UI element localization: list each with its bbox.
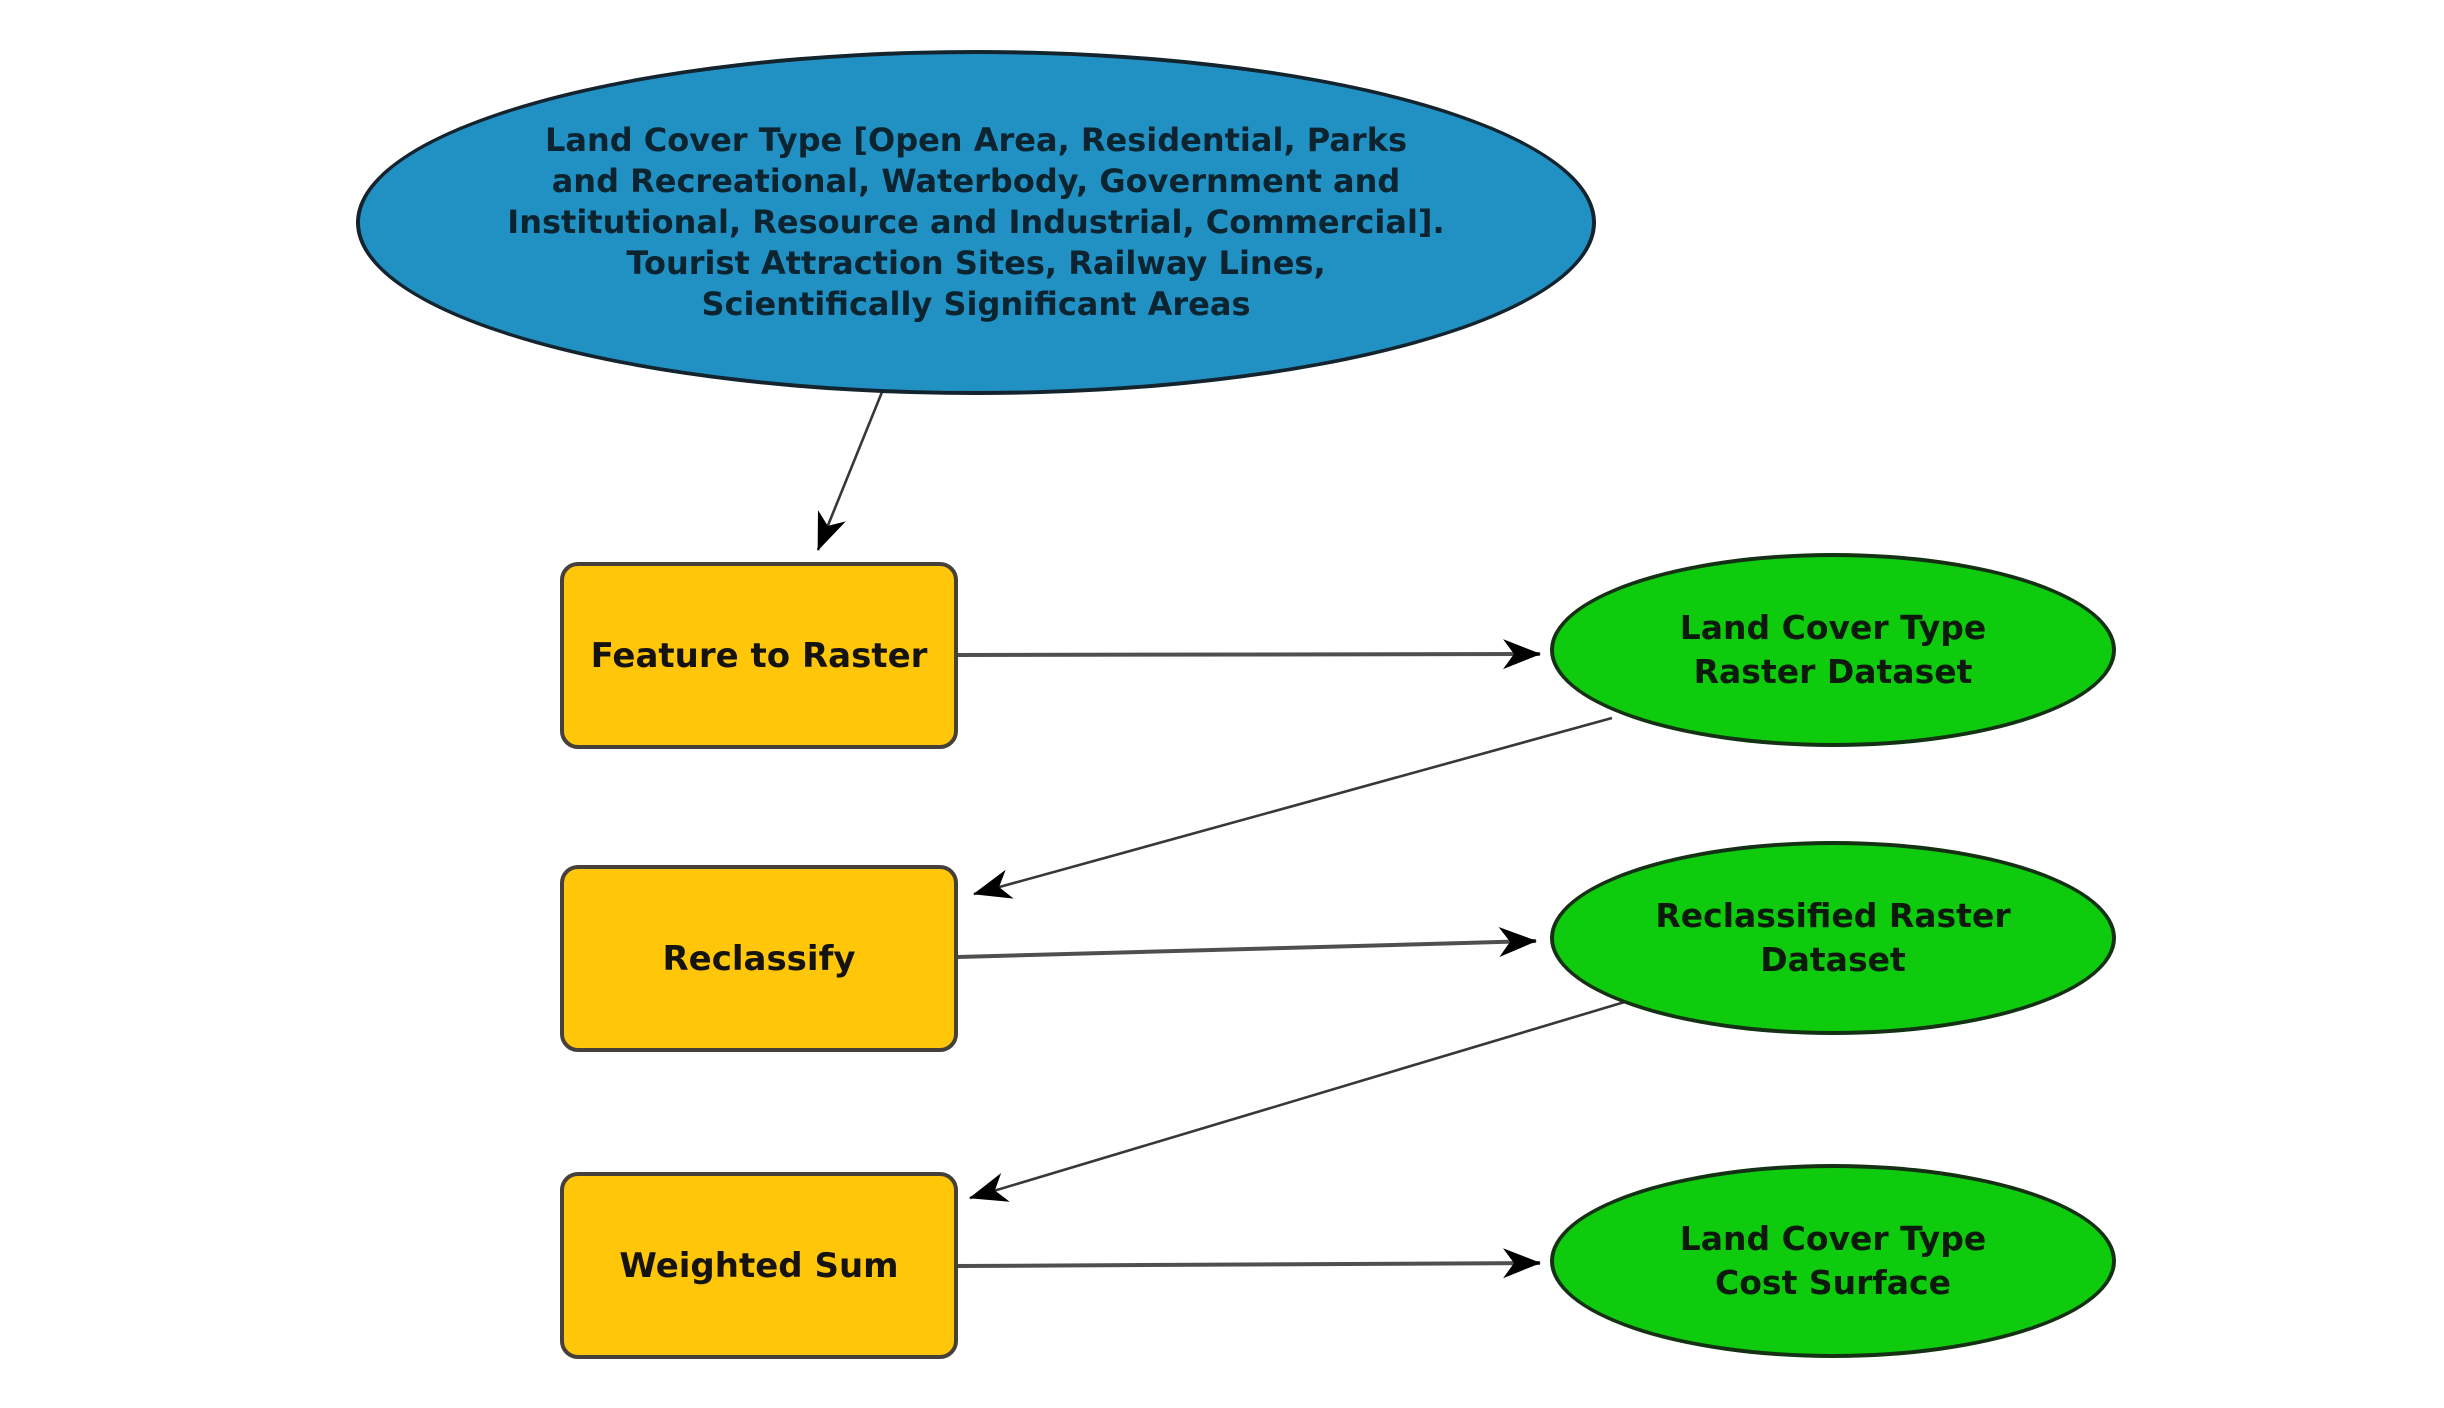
- data-label-line: Land Cover Type: [1679, 1219, 1987, 1258]
- node-weighted-sum-tool[interactable]: Weighted Sum: [560, 1172, 958, 1359]
- edge-reclassified-dataset-to-weighted-sum-arrow: [969, 999, 1629, 1202]
- node-reclassify-tool[interactable]: Reclassify: [560, 865, 958, 1052]
- tool-label: Reclassify: [662, 938, 856, 979]
- data-label-line: Land Cover Type: [1679, 608, 1987, 647]
- node-reclassified-raster-dataset[interactable]: Reclassified Raster Dataset: [1550, 841, 2116, 1035]
- data-label-line: Reclassified Raster: [1655, 896, 2011, 935]
- input-label-line: Tourist Attraction Sites, Railway Lines,: [626, 244, 1326, 282]
- tool-label: Feature to Raster: [590, 635, 928, 676]
- edge-feature-to-raster-to-raster-dataset-arrow: [957, 639, 1541, 670]
- input-label-line: Institutional, Resource and Industrial, …: [507, 203, 1445, 241]
- input-label-line: Land Cover Type [Open Area, Residential,…: [544, 121, 1408, 159]
- edge-weighted-sum-to-cost-surface-arrow: [957, 1248, 1541, 1279]
- edge-reclassify-to-reclassified-dataset-arrow: [957, 927, 1537, 959]
- edge-input-to-feature-to-raster-arrow: [816, 391, 884, 551]
- edge-raster-dataset-to-reclassify-arrow: [973, 716, 1613, 899]
- node-land-cover-cost-surface[interactable]: Land Cover Type Cost Surface: [1550, 1164, 2116, 1358]
- node-land-cover-input-ellipse[interactable]: Land Cover Type [Open Area, Residential,…: [356, 50, 1596, 395]
- input-label-line: and Recreational, Waterbody, Government …: [551, 162, 1401, 200]
- node-land-cover-raster-dataset[interactable]: Land Cover Type Raster Dataset: [1550, 553, 2116, 747]
- data-label-line: Cost Surface: [1715, 1263, 1951, 1302]
- data-label-line: Raster Dataset: [1693, 652, 1973, 691]
- data-label-line: Dataset: [1760, 940, 1906, 979]
- input-label-line: Scientifically Significant Areas: [701, 285, 1251, 323]
- node-feature-to-raster-tool[interactable]: Feature to Raster: [560, 562, 958, 749]
- tool-label: Weighted Sum: [619, 1245, 899, 1286]
